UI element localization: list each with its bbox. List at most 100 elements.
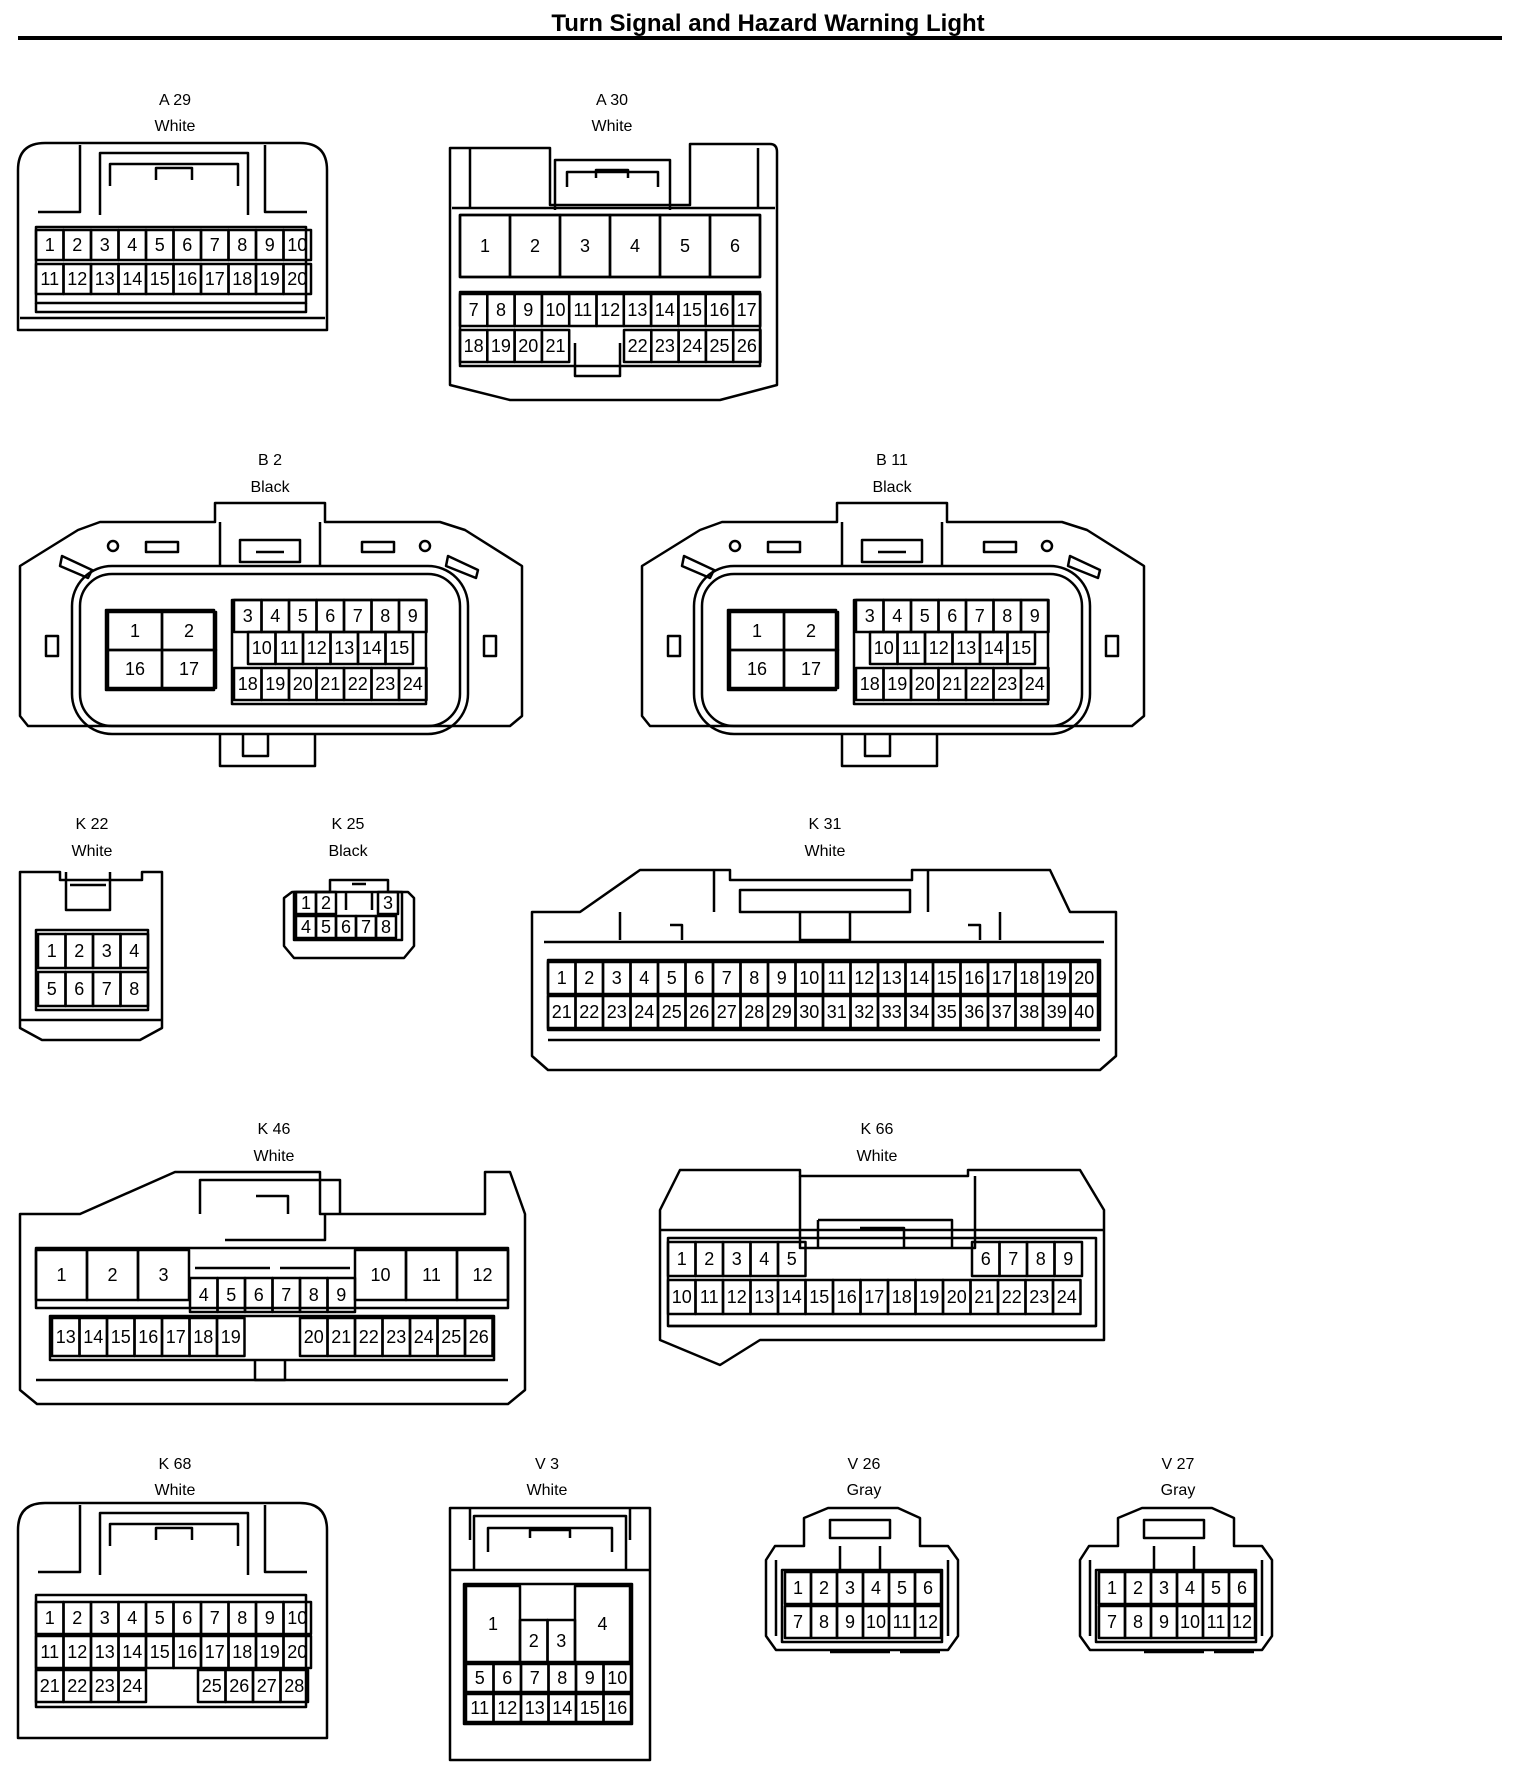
pin-label: 22 (970, 674, 990, 694)
pin-label: 20 (287, 269, 307, 289)
pin-label: 8 (1036, 1249, 1046, 1269)
pin-label: 12 (67, 1642, 87, 1662)
pin-label: 21 (546, 336, 566, 356)
pin-label: 9 (1030, 606, 1040, 626)
pin-label: 5 (667, 968, 677, 988)
pin-cavity (282, 262, 313, 296)
pin-label: 4 (597, 1614, 607, 1634)
pin-label: 16 (607, 1698, 627, 1718)
pin-cavity (376, 890, 400, 916)
pin-cavity (282, 1634, 313, 1670)
pin-label: 4 (129, 941, 139, 961)
pin-label: 27 (257, 1676, 277, 1696)
pin-label: 7 (975, 606, 985, 626)
pin-label: 22 (359, 1327, 379, 1347)
pin-label: 24 (1057, 1287, 1077, 1307)
pin-cavity (326, 1276, 357, 1314)
pin-label: 6 (1237, 1578, 1247, 1598)
connector-color-k46: White (253, 1148, 295, 1165)
pin-label: 39 (1047, 1002, 1067, 1022)
pin-cavity (463, 1316, 494, 1358)
connector-id-k68: K 68 (158, 1456, 192, 1473)
pin-label: 6 (341, 917, 351, 937)
pin-label: 15 (111, 1327, 131, 1347)
pin-label: 12 (929, 638, 949, 658)
pin-label: 1 (1107, 1578, 1117, 1598)
pin-label: 1 (45, 1608, 55, 1628)
pin-label: 13 (882, 968, 902, 988)
connector-id-a29: A 29 (158, 92, 192, 109)
pin-label: 6 (74, 979, 84, 999)
pin-label: 17 (864, 1287, 884, 1307)
pin-label: 19 (919, 1287, 939, 1307)
pin-label: 8 (496, 300, 506, 320)
pin-label: 8 (237, 1608, 247, 1628)
pin-label: 1 (301, 893, 311, 913)
pin-label: 27 (717, 1002, 737, 1022)
pin-label: 5 (897, 1578, 907, 1598)
pin-label: 17 (992, 968, 1012, 988)
connector-color-k66: White (856, 1148, 898, 1165)
pin-label: 19 (260, 1642, 280, 1662)
pin-label: 5 (1211, 1578, 1221, 1598)
pin-label: 25 (441, 1327, 461, 1347)
pin-label: 12 (600, 300, 620, 320)
pin-label: 2 (321, 893, 331, 913)
pin-label: 8 (1002, 606, 1012, 626)
pin-label: 10 (866, 1612, 886, 1632)
pin-cavity (117, 1668, 148, 1704)
pin-label: 21 (974, 1287, 994, 1307)
pin-label: 11 (422, 1265, 441, 1285)
connector-id-v26: V 26 (847, 1456, 881, 1473)
connector-id-k25: K 25 (331, 816, 365, 833)
pin-label: 10 (607, 1668, 627, 1688)
pin-label: 4 (127, 235, 137, 255)
pin-cavity (731, 292, 762, 328)
pin-label: 22 (67, 1676, 87, 1696)
pin-label: 2 (72, 235, 82, 255)
pin-label: 16 (837, 1287, 857, 1307)
pin-label: 17 (737, 300, 757, 320)
pin-label: 5 (298, 606, 308, 626)
pin-cavity (119, 932, 150, 970)
pin-label: 18 (232, 269, 252, 289)
pin-label: 2 (74, 941, 84, 961)
pin-label: 24 (403, 674, 423, 694)
pin-label: 20 (304, 1327, 324, 1347)
pin-label: 7 (1107, 1612, 1117, 1632)
pin-label: 22 (348, 674, 368, 694)
pin-label: 3 (158, 1265, 168, 1285)
pin-label: 15 (682, 300, 702, 320)
connector-color-v3: White (526, 1482, 568, 1499)
pin-label: 1 (130, 621, 140, 641)
pin-label: 2 (1133, 1578, 1143, 1598)
pin-label: 26 (229, 1676, 249, 1696)
title-rule (18, 36, 1502, 40)
pin-label: 25 (202, 1676, 222, 1696)
pin-label: 7 (793, 1612, 803, 1632)
pin-label: 8 (557, 1668, 567, 1688)
pin-label: 2 (107, 1265, 117, 1285)
pin-label: 9 (585, 1668, 595, 1688)
pin-label: 1 (47, 941, 57, 961)
pin-cavity (384, 630, 415, 666)
pin-label: 15 (937, 968, 957, 988)
connector-id-b11: B 11 (876, 452, 908, 469)
pin-label: 6 (694, 968, 704, 988)
pin-label: 13 (334, 638, 354, 658)
pin-label: 26 (689, 1002, 709, 1022)
pin-label: 23 (607, 1002, 627, 1022)
pin-label: 10 (287, 1608, 307, 1628)
connector-id-k22: K 22 (75, 816, 109, 833)
